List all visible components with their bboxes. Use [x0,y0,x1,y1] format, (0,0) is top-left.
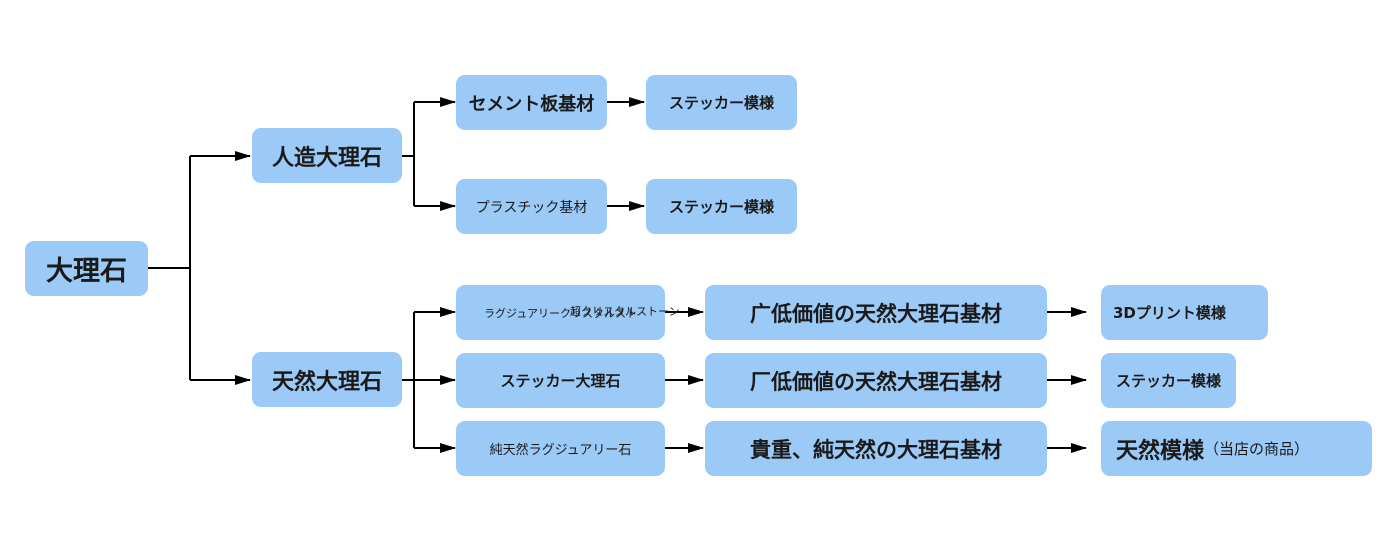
node-artificial-marble-label: 人造大理石 [271,145,382,171]
node-low-value-natural-substrate-1: 广低価値の天然大理石基材 [705,285,1047,340]
node-root-label: 大理石 [46,256,127,287]
node-plastic-substrate: プラスチック基材 [456,179,607,234]
node-plastic-substrate-label: プラスチック基材 [475,199,588,216]
node-natural-pattern: 天然模様（当店の商品） [1101,421,1372,476]
node-low-value-natural-substrate-2: 厂低価値の天然大理石基材 [705,353,1047,408]
node-sticker-pattern-2-label: ステッカー模様 [668,198,774,216]
node-3d-print-pattern-label: 3Dプリント模様 [1113,304,1226,322]
node-sticker-marble: ステッカー大理石 [456,353,665,408]
node-luxury-crystal-stone-label: ラグジュアリークリスタルスト [483,306,637,320]
node-precious-natural-substrate-label: 貴重、純天然の大理石基材 [750,437,1002,462]
node-pure-natural-luxury-stone-label: 純天然ラグジュアリー石 [489,443,632,458]
node-sticker-pattern-1-label: ステッカー模様 [668,94,774,112]
node-sticker-pattern-3: ステッカー模様 [1101,353,1236,408]
node-natural-marble-label: 天然大理石 [271,369,382,395]
overlay-crystal-stone-text: 超クリスタルストーン [570,303,679,319]
node-3d-print-pattern: 3Dプリント模様 [1101,285,1268,340]
node-low-value-natural-substrate-1-label: 广低価値の天然大理石基材 [750,301,1002,326]
node-pure-natural-luxury-stone: 純天然ラグジュアリー石 [456,421,665,476]
node-cement-substrate-label: セメント板基材 [468,93,595,115]
node-cement-substrate: セメント板基材 [456,75,607,130]
node-sticker-pattern-1: ステッカー模様 [646,75,797,130]
node-root: 大理石 [25,241,148,296]
node-sticker-pattern-2: ステッカー模様 [646,179,797,234]
node-natural-marble: 天然大理石 [252,352,402,407]
overlay-crystal-stone-label: 超クリスタルストーン [570,305,680,318]
node-natural-pattern-suffix: （当店の商品） [1204,440,1310,458]
node-natural-pattern-label: 天然模様 [1116,438,1205,464]
node-precious-natural-substrate: 貴重、純天然の大理石基材 [705,421,1047,476]
node-sticker-marble-label: ステッカー大理石 [500,372,621,390]
node-sticker-pattern-3-label: ステッカー模様 [1115,372,1221,390]
node-artificial-marble: 人造大理石 [252,128,402,183]
node-low-value-natural-substrate-2-label: 厂低価値の天然大理石基材 [750,369,1002,394]
node-luxury-crystal-stone: ラグジュアリークリスタルスト [456,285,665,340]
